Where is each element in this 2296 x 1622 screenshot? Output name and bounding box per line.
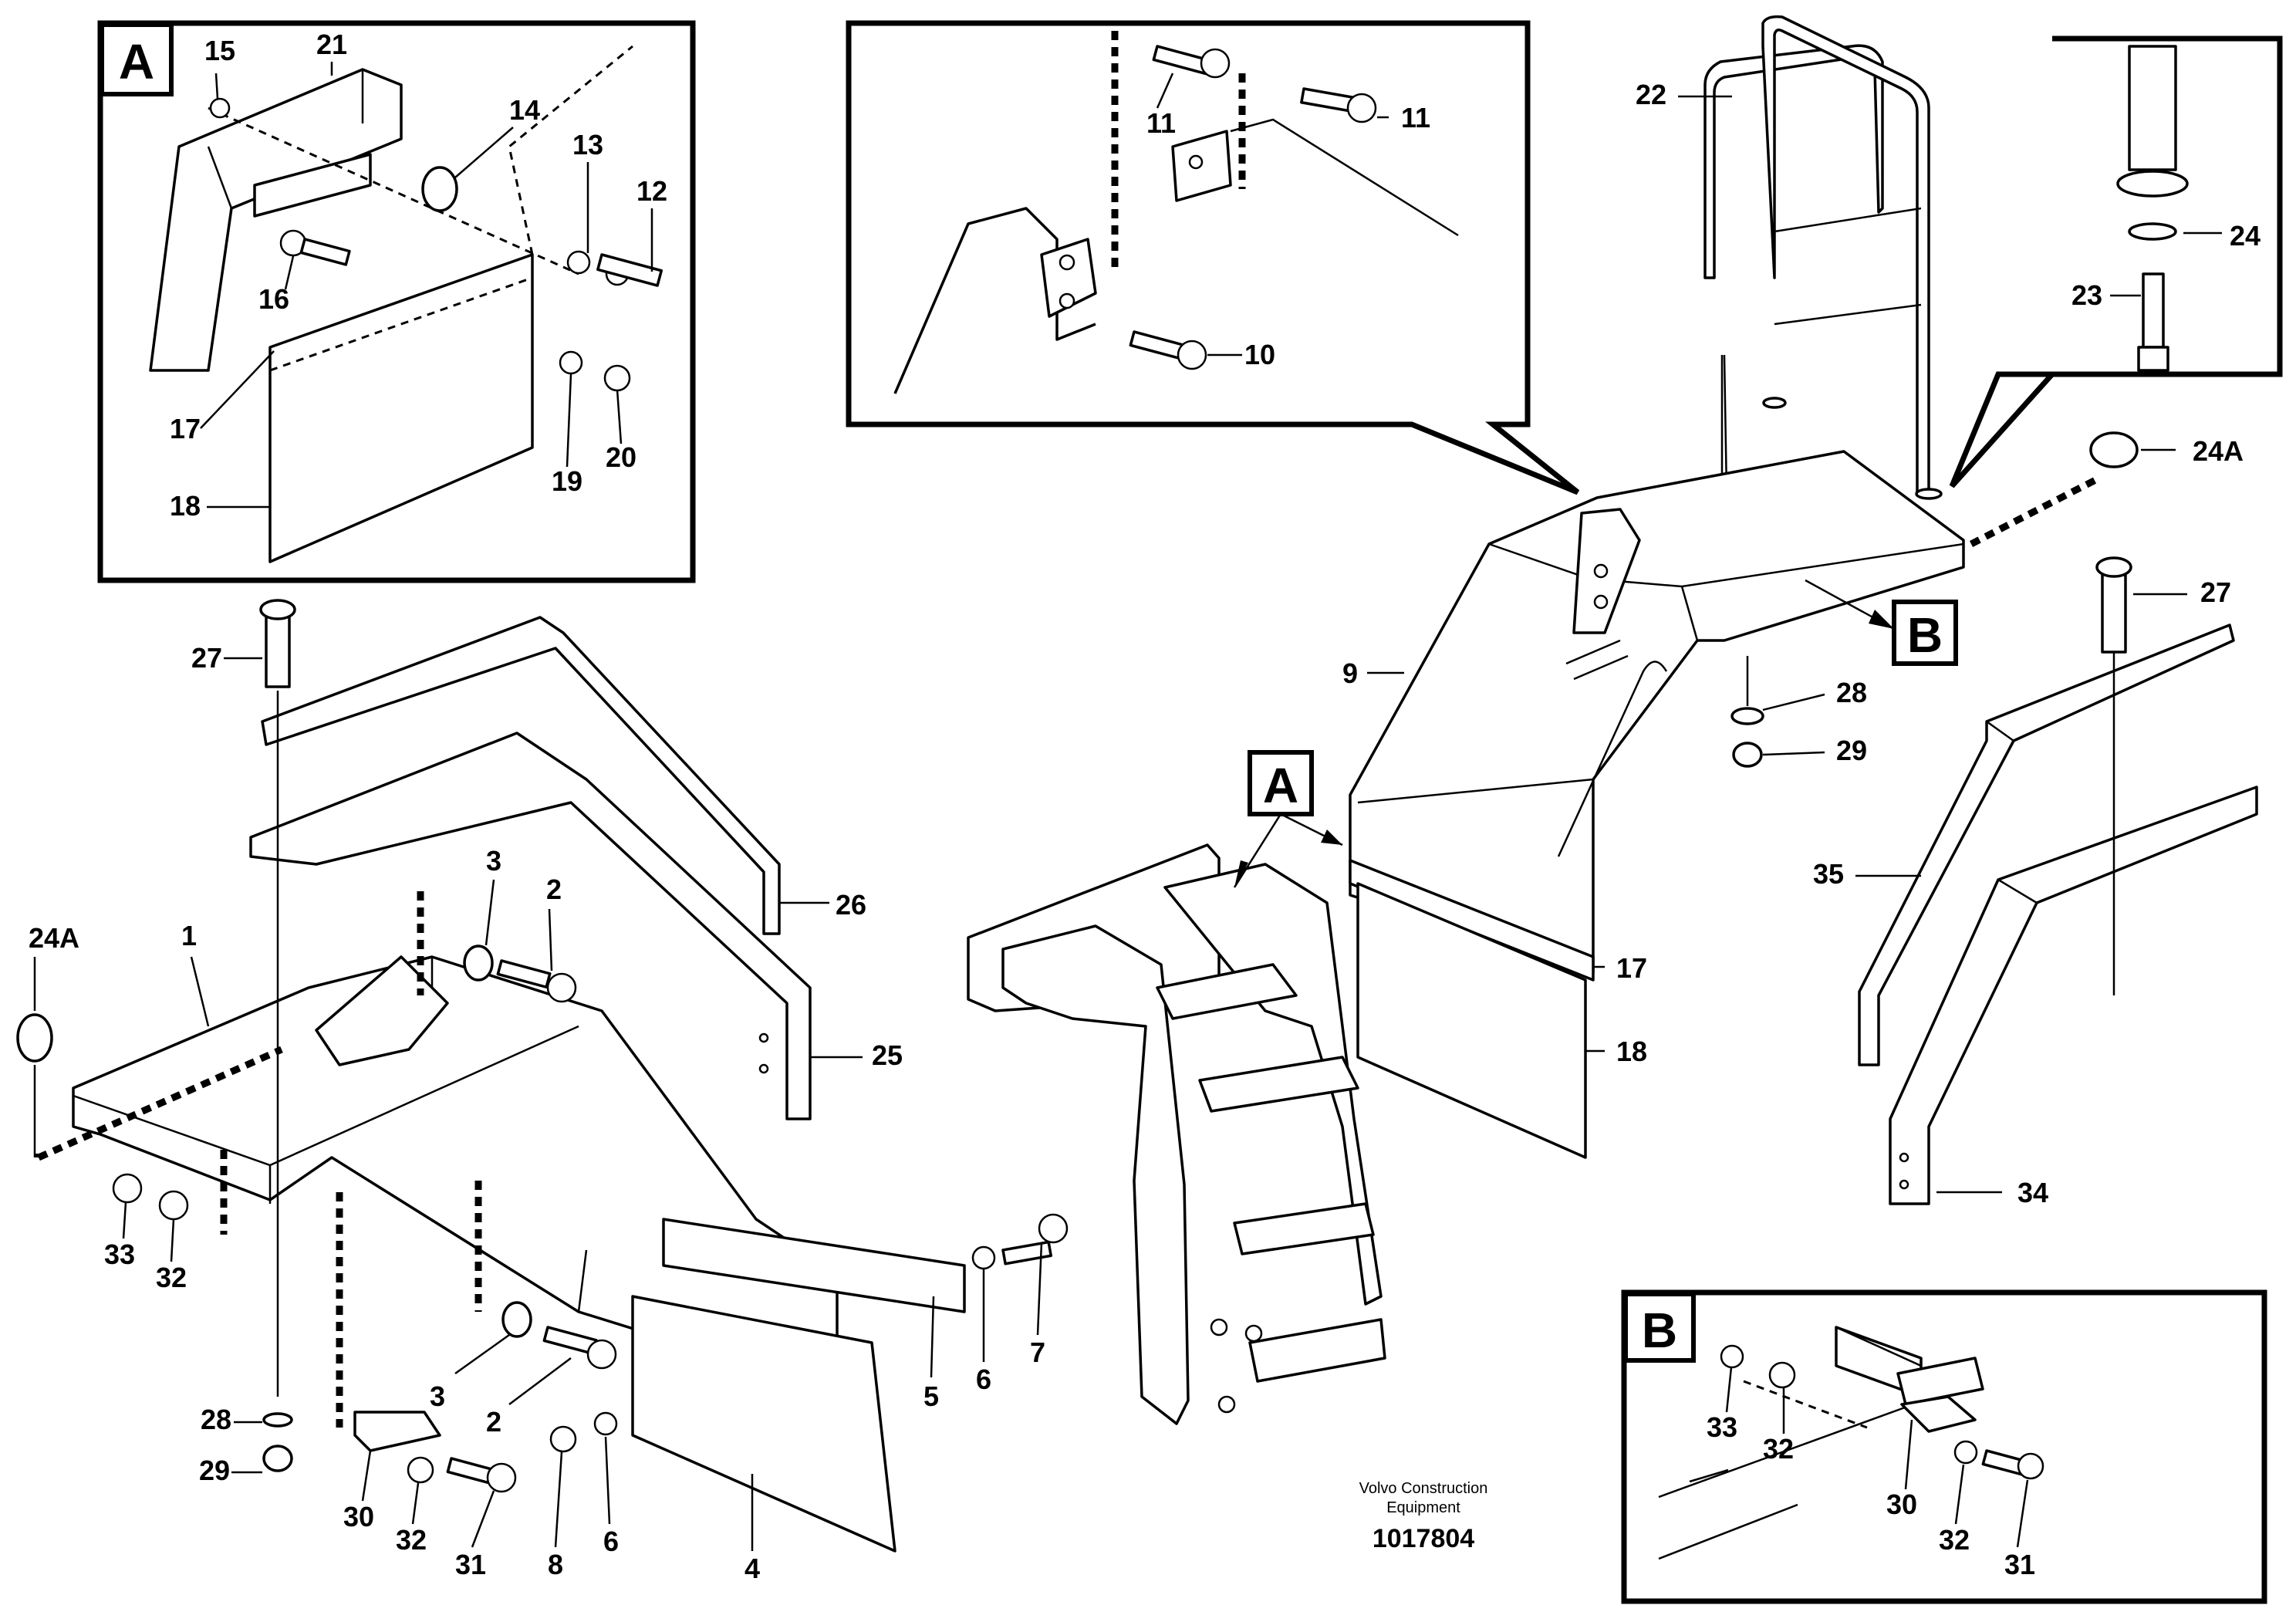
callout-24-detail: 24 — [2230, 220, 2261, 252]
detail-frame-bolt: 24 23 — [1949, 35, 2283, 488]
callout-25: 25 — [872, 1039, 903, 1071]
callout-33-b: 33 — [1707, 1411, 1737, 1443]
callout-30-b: 30 — [1886, 1489, 1917, 1520]
view-marker-a: A — [1263, 758, 1298, 813]
detail-frame-b: B 33 32 30 32 31 — [1621, 1289, 2267, 1604]
callout-30-left: 30 — [343, 1501, 374, 1532]
callout-21: 21 — [316, 29, 347, 60]
callout-6-left: 6 — [603, 1526, 619, 1557]
callout-22: 22 — [1636, 79, 1666, 110]
callout-32-b-right: 32 — [1939, 1524, 1970, 1556]
callout-32-b-left: 32 — [1763, 1433, 1794, 1465]
callout-2-bottom: 2 — [486, 1406, 501, 1438]
callout-6-right: 6 — [976, 1363, 991, 1395]
callout-23-detail: 23 — [2071, 279, 2102, 311]
main-left-assembly: 27 24A 1 3 2 26 25 33 32 3 2 5 6 7 28 29… — [16, 599, 1069, 1584]
view-marker-b: B — [1907, 607, 1943, 663]
detail-frame-a-letter: A — [119, 34, 154, 90]
callout-17-center: 17 — [1616, 952, 1647, 984]
callout-26: 26 — [836, 889, 866, 921]
caption-company-line2: Equipment — [1386, 1499, 1460, 1516]
main-right-assembly: 27 35 34 — [1813, 556, 2258, 1208]
callout-29-center: 29 — [1836, 735, 1867, 766]
callout-14: 14 — [509, 94, 540, 126]
callout-32-left: 32 — [156, 1262, 187, 1293]
callout-31-b: 31 — [2004, 1549, 2035, 1580]
callout-28-center: 28 — [1836, 677, 1867, 708]
detail-frame-mounting: 11 11 10 — [846, 20, 1580, 495]
callout-13: 13 — [572, 129, 603, 161]
caption-drawing-number: 1017804 — [1373, 1524, 1474, 1553]
callout-32-left-bottom: 32 — [396, 1524, 427, 1556]
callout-8: 8 — [548, 1549, 563, 1580]
callout-2-top: 2 — [546, 874, 562, 905]
callout-27-right: 27 — [2200, 576, 2231, 608]
detail-frame-a: A 15 21 14 13 12 16 17 19 20 — [97, 20, 696, 583]
callout-7: 7 — [1030, 1336, 1045, 1368]
main-center-assembly: A B 22 24A 9 28 29 17 18 — [967, 15, 2244, 1425]
detail-frame-b-letter: B — [1642, 1303, 1677, 1358]
callout-1: 1 — [181, 920, 197, 951]
callout-11-right: 11 — [1401, 102, 1430, 133]
callout-27-left: 27 — [191, 642, 222, 674]
callout-18-center: 18 — [1616, 1036, 1647, 1067]
callout-4: 4 — [745, 1553, 760, 1584]
drawing-caption: Volvo Construction Equipment 1017804 — [1359, 1480, 1488, 1553]
callout-31-left: 31 — [455, 1549, 486, 1580]
callout-18: 18 — [170, 490, 201, 522]
callout-9: 9 — [1342, 657, 1358, 689]
caption-company-line1: Volvo Construction — [1359, 1480, 1488, 1497]
callout-10: 10 — [1244, 339, 1275, 370]
callout-24a-right: 24A — [2193, 435, 2244, 467]
callout-28-left: 28 — [201, 1404, 231, 1435]
callout-17: 17 — [170, 413, 201, 444]
callout-33-left: 33 — [104, 1238, 135, 1270]
callout-24a-left: 24A — [29, 922, 79, 954]
callout-35: 35 — [1813, 858, 1844, 890]
callout-11-left: 11 — [1146, 107, 1176, 139]
callout-12: 12 — [636, 175, 667, 207]
callout-5: 5 — [923, 1380, 939, 1412]
callout-3-bottom: 3 — [430, 1380, 445, 1412]
callout-3-top: 3 — [486, 845, 501, 877]
callout-19: 19 — [552, 465, 582, 497]
callout-15: 15 — [204, 35, 235, 66]
callout-20: 20 — [606, 441, 636, 473]
callout-34: 34 — [2017, 1177, 2048, 1208]
callout-29-left: 29 — [199, 1455, 230, 1486]
callout-16: 16 — [258, 283, 289, 315]
